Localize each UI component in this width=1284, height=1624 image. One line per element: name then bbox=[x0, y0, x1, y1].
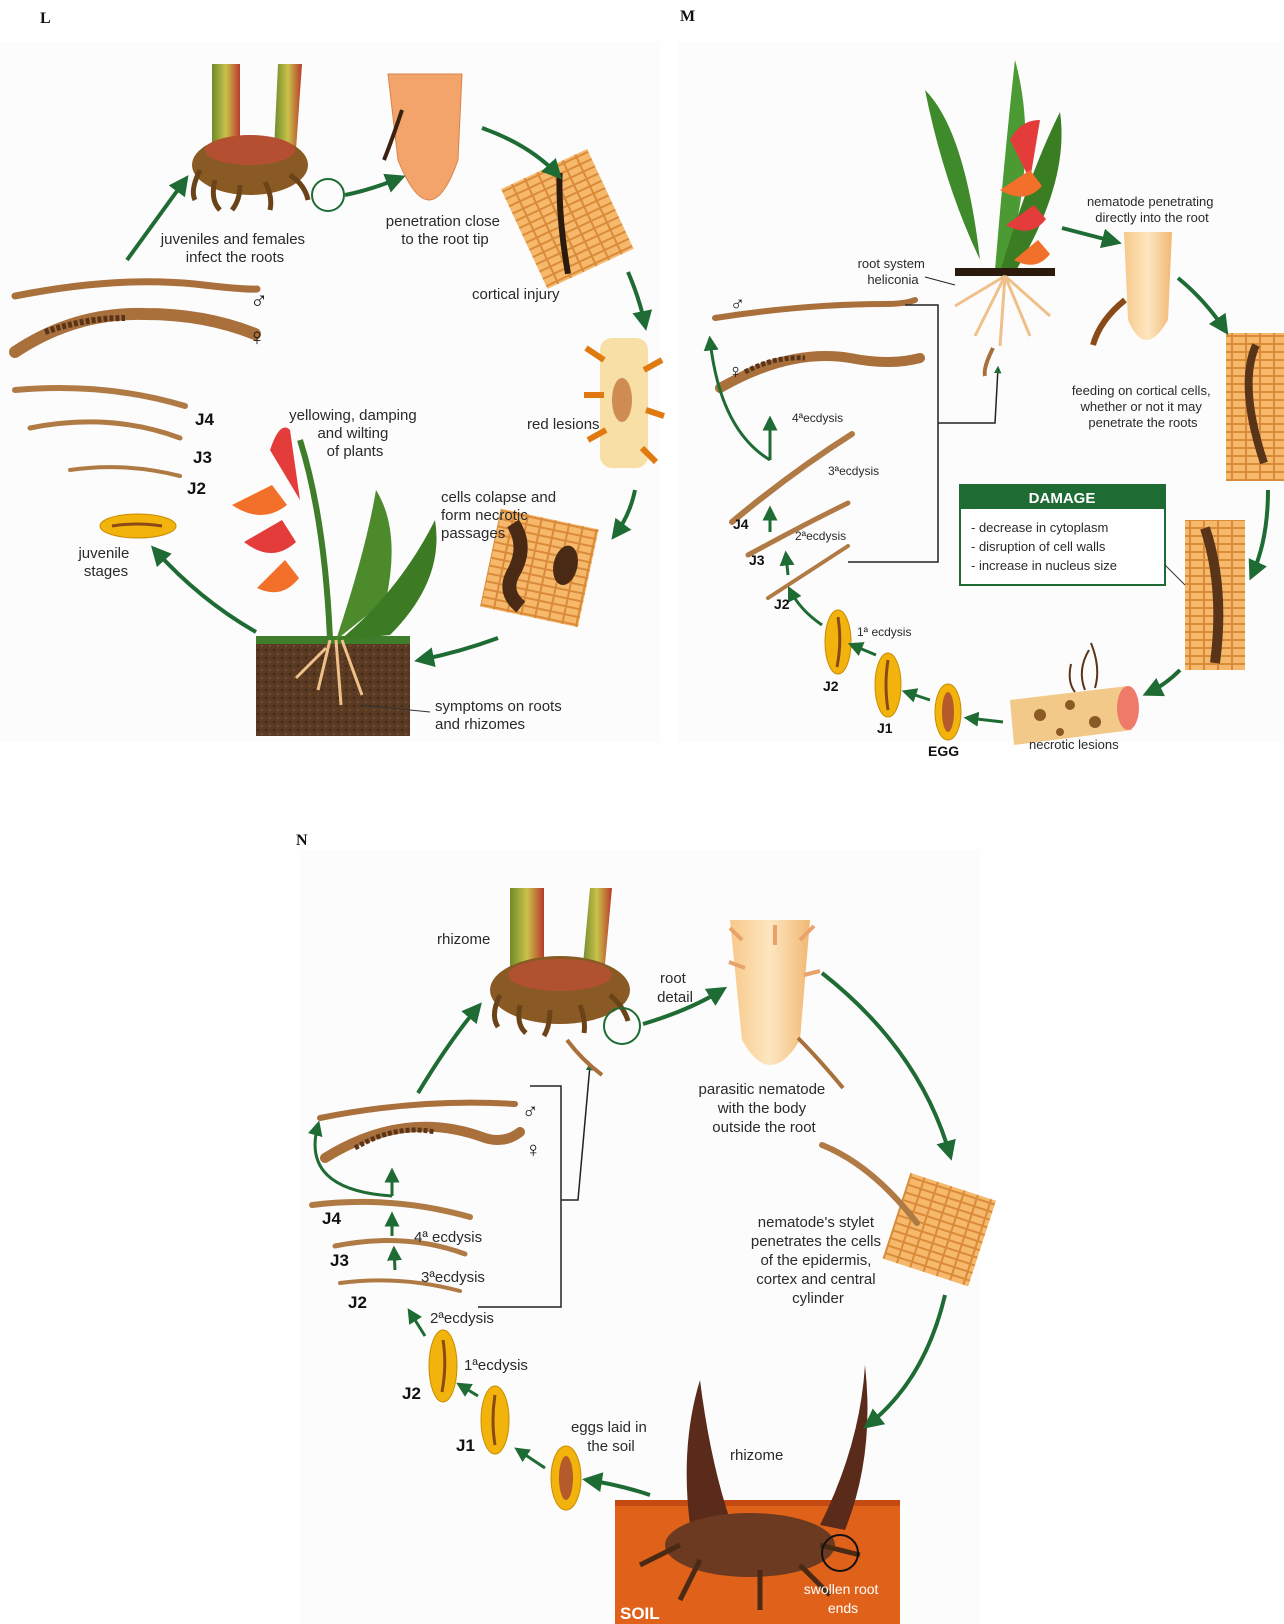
root-penetrated-illustration bbox=[1124, 232, 1172, 340]
arrow-N-7 bbox=[460, 1385, 478, 1396]
label-N-J2a: J2 bbox=[348, 1293, 367, 1312]
male-nematode-M bbox=[715, 300, 915, 318]
red-lesions-illustration bbox=[584, 338, 664, 468]
label-rhizome-bottom: rhizome bbox=[730, 1447, 783, 1464]
arrow-L-4 bbox=[628, 272, 645, 325]
juvenile-egg bbox=[100, 514, 176, 538]
label-M-ecdysis1: 1ª ecdysis bbox=[857, 625, 911, 639]
arrow-M-4 bbox=[1148, 670, 1180, 693]
female-symbol: ♀ bbox=[248, 324, 266, 351]
label-N-ecdysis2: 2ªecdysis bbox=[430, 1310, 494, 1327]
rhizome-illustration bbox=[192, 64, 308, 210]
bracket-N bbox=[478, 1086, 561, 1307]
panel-N: rhizome root detail parasitic nematode w… bbox=[312, 888, 996, 1624]
female-nematode-N bbox=[325, 1127, 520, 1158]
heliconia-plant-illustration bbox=[925, 60, 1062, 346]
label-parasitic: parasitic nematode with the body outside… bbox=[699, 1081, 830, 1136]
arrow-N-8 bbox=[410, 1312, 425, 1336]
arrow-N-1 bbox=[418, 1007, 478, 1093]
nematode-J2-M bbox=[768, 546, 848, 598]
label-N-ecdysis3: 3ªecdysis bbox=[421, 1269, 485, 1286]
necrotic-root-illustration bbox=[1010, 643, 1139, 745]
male-symbol-M: ♂ bbox=[730, 293, 745, 315]
label-N-J3: J3 bbox=[330, 1251, 349, 1270]
male-symbol: ♂ bbox=[250, 287, 268, 314]
label-L-J4: J4 bbox=[195, 410, 214, 429]
arrow-M-2 bbox=[1178, 278, 1225, 330]
label-symptoms: symptoms on roots and rhizomes bbox=[435, 698, 566, 733]
damage-list: - decrease in cytoplasm - disruption of … bbox=[971, 520, 1117, 573]
panel-L: penetration close to the root tip juveni… bbox=[15, 64, 664, 736]
label-root-system: root system heliconia bbox=[858, 256, 929, 287]
arrow-L-6 bbox=[420, 638, 498, 660]
label-N-ecdysis1: 1ªecdysis bbox=[464, 1357, 528, 1374]
stylet-cells-illustration bbox=[883, 1173, 996, 1286]
label-necrotic: necrotic lesions bbox=[1029, 737, 1119, 752]
label-juvenile: juvenile stages bbox=[77, 545, 133, 580]
arrow-M-5 bbox=[968, 718, 1003, 722]
root-detail-illustration bbox=[729, 920, 843, 1088]
female-symbol-M: ♀ bbox=[728, 361, 743, 383]
label-penetrating: nematode penetrating directly into the r… bbox=[1087, 194, 1217, 225]
male-nematode bbox=[15, 282, 257, 296]
label-M-J1: J1 bbox=[877, 720, 893, 736]
soil-plant-illustration bbox=[232, 428, 437, 737]
label-M-ecdysis4: 4ªecdysis bbox=[792, 411, 843, 425]
label-M-J2a: J2 bbox=[774, 596, 790, 612]
female-nematode-M bbox=[720, 356, 920, 388]
label-stylet: nematode's stylet penetrates the cells o… bbox=[751, 1214, 885, 1307]
female-nematode bbox=[15, 314, 255, 352]
arrow-N-4 bbox=[868, 1295, 945, 1425]
arrow-L-1 bbox=[127, 180, 185, 260]
root-tip-illustration bbox=[388, 74, 462, 200]
label-N-J2b: J2 bbox=[402, 1384, 421, 1403]
label-penetration: penetration close to the root tip bbox=[386, 213, 504, 248]
label-N-J4: J4 bbox=[322, 1209, 341, 1228]
label-M-J4: J4 bbox=[733, 516, 749, 532]
nematode-J2 bbox=[70, 467, 180, 476]
bracket-M bbox=[848, 305, 938, 562]
label-feeding: feeding on cortical cells, whether or no… bbox=[1072, 383, 1214, 430]
male-nematode-N bbox=[320, 1103, 515, 1118]
label-yellowing: yellowing, damping and wilting of plants bbox=[289, 407, 421, 460]
nematode-J3 bbox=[30, 422, 180, 438]
arrow-M-7 bbox=[852, 645, 876, 655]
label-soil: SOIL bbox=[620, 1604, 660, 1623]
label-L-J2: J2 bbox=[187, 479, 206, 498]
zoom-circle-N bbox=[604, 1008, 640, 1044]
label-M-J2b: J2 bbox=[823, 678, 839, 694]
arrow-M-1 bbox=[1062, 228, 1116, 242]
panel-M: nematode penetrating directly into the r… bbox=[710, 60, 1284, 759]
label-L-J3: J3 bbox=[193, 448, 212, 467]
arrow-L-5 bbox=[615, 490, 635, 535]
label-cortical: cortical injury bbox=[472, 286, 560, 303]
label-rhizome-top: rhizome bbox=[437, 931, 490, 948]
label-root-detail: root detail bbox=[657, 970, 693, 1006]
arrow-N-6 bbox=[518, 1450, 545, 1468]
arrow-N-5 bbox=[588, 1480, 650, 1495]
arrow-L-2 bbox=[345, 178, 400, 195]
arrow-N-3 bbox=[822, 973, 950, 1155]
female-symbol-N: ♀ bbox=[525, 1137, 542, 1162]
label-red-lesions: red lesions bbox=[527, 416, 600, 433]
label-M-J3: J3 bbox=[749, 552, 765, 568]
label-M-egg: EGG bbox=[928, 743, 959, 759]
label-infect: juveniles and females infect the roots bbox=[160, 231, 309, 266]
nematode-J4 bbox=[15, 388, 185, 406]
male-symbol-N: ♂ bbox=[522, 1098, 539, 1123]
label-M-ecdysis3: 3ªecdysis bbox=[828, 464, 879, 478]
arrow-M-3 bbox=[1252, 490, 1268, 575]
label-M-ecdysis2: 2ªecdysis bbox=[795, 529, 846, 543]
zoom-circle bbox=[312, 179, 344, 211]
arrow-M-6 bbox=[906, 692, 930, 700]
label-eggs: eggs laid in the soil bbox=[571, 1419, 651, 1455]
arrow-M-male bbox=[710, 340, 770, 460]
arrow-M-8 bbox=[790, 590, 822, 625]
label-N-J1: J1 bbox=[456, 1436, 475, 1455]
damage-title: DAMAGE bbox=[1029, 490, 1096, 507]
label-N-ecdysis4: 4ª ecdysis bbox=[414, 1229, 482, 1246]
arrow-L-7 bbox=[155, 550, 256, 632]
cortical-injury-illustration bbox=[501, 149, 634, 289]
